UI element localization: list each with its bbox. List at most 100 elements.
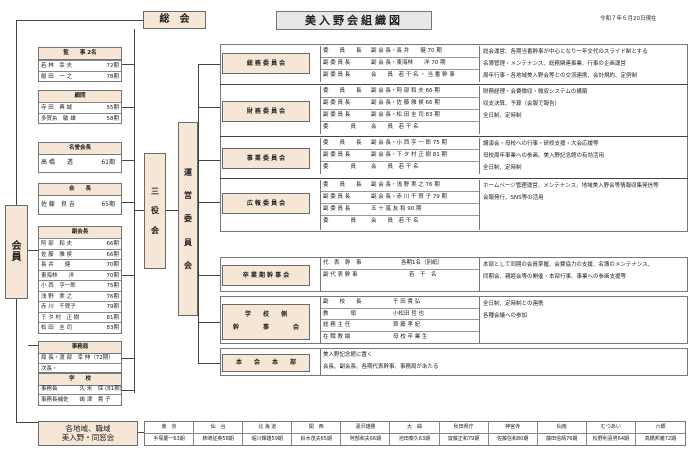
projects-members: 委 員 長副 会 長・小 西 亨 一 郎 75 期 副 委 員 長副 会 長・下…: [320, 138, 480, 174]
list-item: 事務長補佐 嶋 津 貴 子: [39, 394, 121, 405]
region-name: 関 西: [292, 422, 342, 434]
connector-line: [134, 29, 135, 393]
projects-committee: 事 業 委 員 会: [222, 148, 310, 169]
secretaries-label: 幹 事 会: [232, 324, 299, 331]
table-row: 委 員会 員 若 干 名: [323, 124, 419, 130]
table-row: 副 委 員 長副 会 長・赤 川 千 賀 子 79 期: [321, 192, 479, 204]
table-row: 副 委 員 長五 十 嵐 友 和 90 期: [321, 204, 479, 216]
table-row: 副 委 員 長副 会 長・東海林 洋 70 期: [321, 58, 479, 70]
region-name: 東 京: [145, 422, 195, 434]
as-of-date: 令和７年６月20日現在: [600, 16, 657, 22]
connector-line: [166, 210, 178, 211]
secretariat-box: 事務局 局 長・渡 部 幸 伸（72期） 次長・: [38, 341, 122, 373]
committees-frame: [220, 44, 688, 232]
connector-line: [198, 160, 220, 161]
finance-members: 委 員 長副 会 長・阿 部 和 夫 66 期 副 委 員 長副 会 長・佐 藤…: [320, 86, 480, 134]
region-leader: 藤田信晴76期: [538, 434, 587, 445]
region-leader: 阿部和夫66期: [341, 434, 391, 445]
list-item: 局 長・渡 部 幸 伸（72期）: [41, 355, 114, 361]
connector-line: [16, 299, 17, 422]
table-row: 副 委 員 長副 会 長・佐 藤 雅 侯 66 期: [321, 98, 479, 110]
headquarters-duties: 美入野記念館に置く 会長、副会長、各期代表幹事、事務局があたる: [323, 352, 439, 370]
connector-line: [138, 432, 144, 433]
general-meeting-box: 総 会: [143, 11, 206, 29]
region-leader: 齋藤正和79期: [440, 434, 489, 445]
divider: [220, 178, 688, 179]
graduation-frame: [220, 257, 688, 292]
region-leader: 堀川輝雄59期: [243, 434, 293, 445]
graduation-duties: 本部として同期の会員掌握、会費協力の支援、名簿のメンテナンス、 同期会、親睦会等…: [483, 262, 654, 280]
headquarters-divider: [320, 349, 321, 375]
school-side-frame: [220, 296, 688, 344]
divider: [220, 84, 688, 85]
table-row: 委 員 長副 会 長・阿 部 和 夫 66 期: [321, 86, 479, 98]
auditors-title: 監 事 2名: [39, 48, 121, 60]
school-side-secretaries: 学 校 側 幹 事 会: [222, 304, 310, 340]
divider: [220, 136, 688, 137]
region-name: 仙南: [537, 422, 587, 434]
table-row: 副 委 員 長会 員 若 干 名 ・ 当 番 幹 事: [323, 72, 455, 78]
school-box: 学 校 事務長 久 米 保 (81期) 事務長補佐 嶋 津 貴 子: [38, 373, 122, 406]
steering-committee-box: 運営委員会: [178, 122, 198, 316]
pr-committee: 広 報 委 員 会: [222, 193, 310, 214]
table-row: 委 員会 員 若 干 名: [323, 164, 419, 170]
connector-line: [122, 202, 134, 203]
connector-line: [122, 64, 134, 65]
region-leader: 池田泰久63期: [390, 434, 440, 445]
projects-duties: 講演会・母校への行事・研修支援・大会応援等 母校周年事業への参画、美入野記念館の…: [483, 141, 605, 171]
page-title-box: 美入野会組織図: [276, 11, 432, 30]
pr-members: 委 員 長副 会 長・浅 野 実 之 76 期 副 委 員 長副 会 長・赤 川…: [320, 180, 480, 230]
table-row: 副 代 表 幹 事若 干 名: [323, 272, 437, 278]
region-name: 秋田県庁: [439, 422, 489, 434]
table-row: 副 委 員 長副 会 長・下 タ 村 正 樹 81 期: [321, 150, 479, 162]
list-item: 事務長 久 米 保 (81期): [41, 386, 121, 392]
connector-line: [16, 20, 143, 21]
finance-committee: 財 務 委 員 会: [222, 101, 310, 122]
region-leader: 柿崎征英58期: [194, 434, 244, 445]
president-title: 会 長: [39, 184, 121, 196]
executive-council-box: 三役会: [144, 153, 166, 269]
region-name: むつあい: [586, 422, 636, 434]
connector-line: [28, 250, 38, 251]
region-leader: 鈴木茂夫65期: [292, 434, 342, 445]
connector-line: [198, 64, 220, 65]
connector-line: [122, 358, 134, 359]
table-row: 委 員 長副 会 長・長 井 健 70 期: [321, 46, 479, 58]
region-name: 六郷: [635, 422, 685, 434]
table-row: 委 員 長副 会 長・小 西 亨 一 郎 75 期: [321, 138, 479, 150]
members-box: 会員: [5, 205, 28, 299]
connector-line: [198, 64, 199, 364]
region-name: 湯沢雄勝: [341, 422, 391, 434]
connector-line: [122, 107, 134, 108]
honorary-president-title: 名誉会長: [39, 143, 121, 155]
region-leader: 高橋邦義72期: [644, 436, 677, 442]
school-side-label: 学 校 側: [244, 311, 287, 318]
list-item: 次長・: [39, 363, 121, 374]
connector-line: [16, 422, 38, 423]
headquarters-frame: [220, 348, 688, 376]
general-affairs-members: 委 員 長副 会 長・長 井 健 70 期 副 委 員 長副 会 長・東海林 洋…: [320, 46, 480, 82]
connector-line: [198, 363, 220, 364]
headquarters: 本 会 本 部: [222, 354, 310, 372]
region-name: 大 曲: [390, 422, 440, 434]
table-row: 委 員会 員 若 干 名: [323, 218, 419, 224]
graduation-members: 代 表 幹 事各期1名（別紙） 副 代 表 幹 事若 干 名: [320, 258, 480, 291]
school-side-members: 副 校 長千 田 貴 弘 教 頭小松田 哲 也 総 務 主 任齊 藤 孝 紀 在…: [320, 297, 480, 343]
